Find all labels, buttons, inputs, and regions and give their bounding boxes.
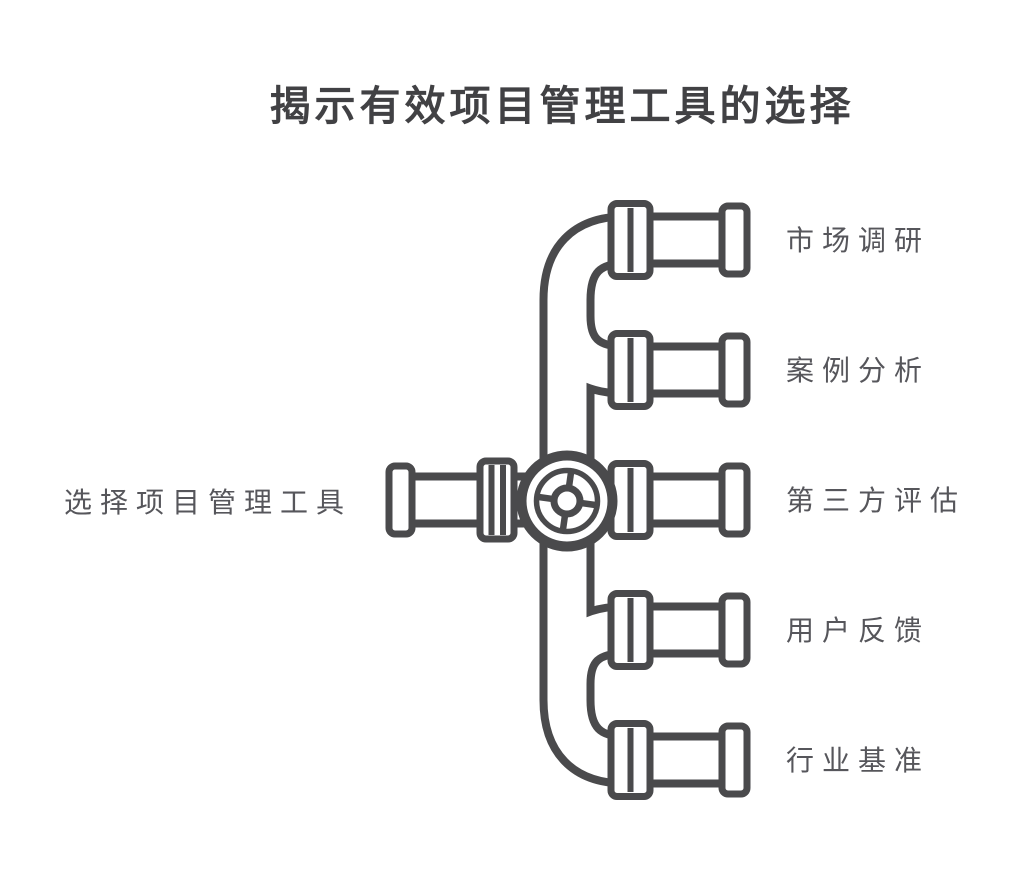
branch-label-case-analysis: 案例分析 xyxy=(786,356,931,387)
branch-label-industry-benchmark: 行业基准 xyxy=(786,746,931,777)
root-node-label: 选择项目管理工具 xyxy=(63,488,352,519)
page-title: 揭示有效项目管理工具的选择 xyxy=(269,83,855,129)
branch-label-market-research: 市场调研 xyxy=(786,226,931,257)
branch-label-third-party-evaluation: 第三方评估 xyxy=(786,486,967,517)
valve-wheel-icon xyxy=(516,450,618,552)
branch-label-user-feedback: 用户反馈 xyxy=(786,616,931,647)
branch-endcap-icon xyxy=(718,202,751,798)
root-pipe-endcap-icon xyxy=(385,462,416,538)
root-pipe-flange-icon xyxy=(476,457,518,543)
